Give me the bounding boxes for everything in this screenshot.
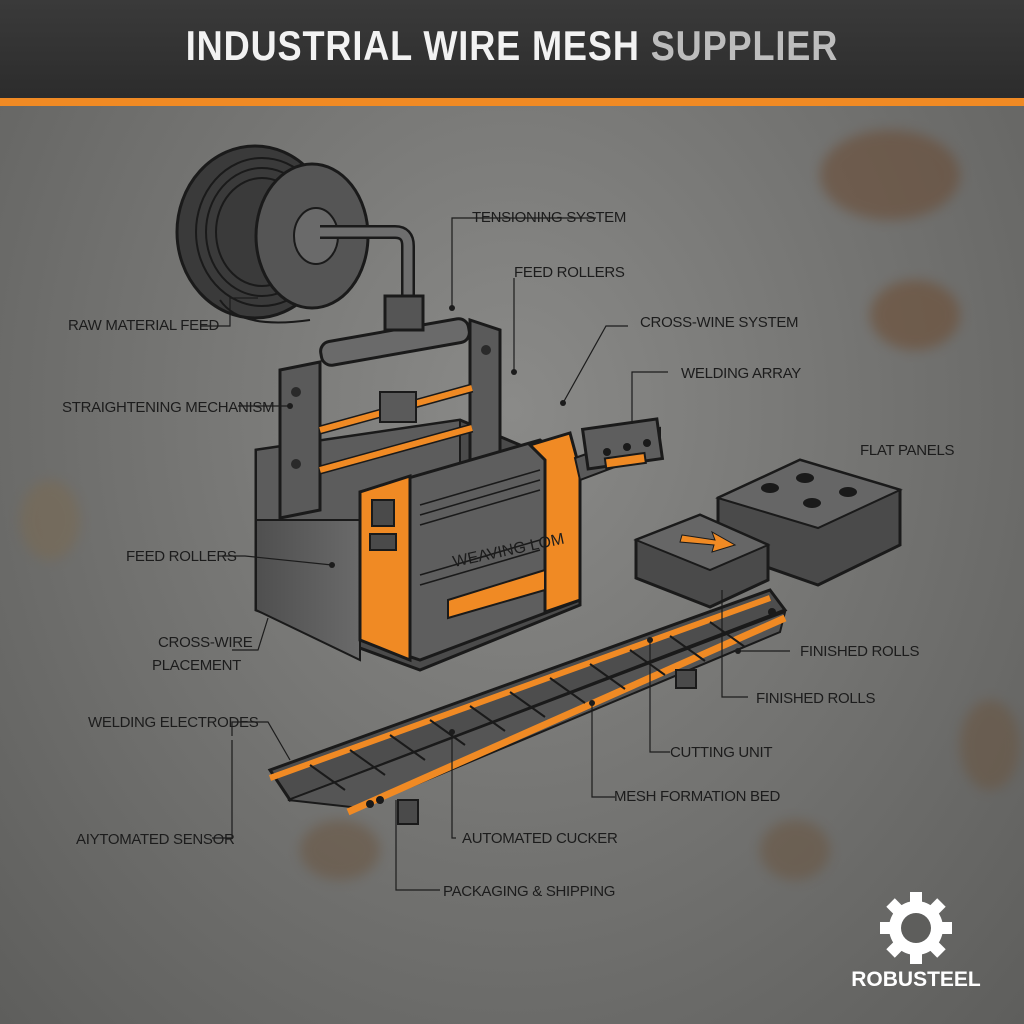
label-automated-cucker: AUTOMATED CUCKER — [462, 830, 618, 847]
label-placement: PLACEMENT — [152, 657, 241, 674]
label-cutting-unit: CUTTING UNIT — [670, 744, 772, 761]
label-feed-rollers-left: FEED ROLLERS — [126, 548, 237, 565]
label-raw-material-feed: RAW MATERIAL FEED — [68, 317, 219, 334]
callout-labels: RAW MATERIAL FEED TENSIONING SYSTEM FEED… — [62, 209, 955, 900]
title-main: INDUSTRIAL WIRE MESH — [185, 22, 651, 69]
label-finished-rolls-2: FINISHED ROLLS — [756, 690, 875, 707]
rust-stain — [820, 130, 960, 220]
rust-stain — [20, 480, 80, 560]
rust-stain — [760, 820, 830, 880]
label-cross-wine-system: CROSS-WINE SYSTEM — [640, 314, 798, 331]
accent-stripe — [0, 98, 1024, 106]
orange-rods — [318, 383, 474, 475]
conveyor-belt — [267, 588, 788, 825]
gear-icon — [880, 892, 952, 964]
brand-name: ROBUSTEEL — [851, 968, 981, 991]
label-automated-sensor: AIYTOMATED SENSOR — [76, 831, 235, 848]
weaving-loom: WEAVING LOM — [358, 431, 582, 663]
rust-stain — [960, 700, 1020, 790]
label-tensioning-system: TENSIONING SYSTEM — [472, 209, 626, 226]
tension-roller — [319, 294, 471, 367]
page-title: INDUSTRIAL WIRE MESH SUPPLIER — [72, 22, 953, 70]
welding-array — [573, 417, 665, 482]
rust-stain — [300, 820, 380, 880]
label-packaging-shipping: PACKAGING & SHIPPING — [443, 883, 615, 900]
label-mesh-formation-bed: MESH FORMATION BED — [614, 788, 780, 805]
wire-spool — [175, 144, 415, 324]
label-finished-rolls-1: FINISHED ROLLS — [800, 643, 919, 660]
finished-panels-stack — [633, 513, 771, 609]
rust-stain — [870, 280, 960, 350]
label-welding-electrodes: WELDING ELECTRODES — [88, 714, 259, 731]
label-welding-array: WELDING ARRAY — [681, 365, 801, 382]
frame-towers — [278, 317, 502, 520]
label-feed-rollers-top: FEED ROLLERS — [514, 264, 625, 281]
label-cross-wire: CROSS-WIRE — [158, 634, 253, 651]
label-straightening-mechanism: STRAIGHTENING MECHANISM — [62, 399, 274, 416]
brand-logo: ROBUSTEEL — [846, 888, 986, 998]
label-flat-panels: FLAT PANELS — [860, 442, 955, 459]
leader-lines — [200, 217, 790, 891]
title-accent: SUPPLIER — [650, 22, 839, 69]
header-bar: INDUSTRIAL WIRE MESH SUPPLIER — [0, 0, 1024, 98]
